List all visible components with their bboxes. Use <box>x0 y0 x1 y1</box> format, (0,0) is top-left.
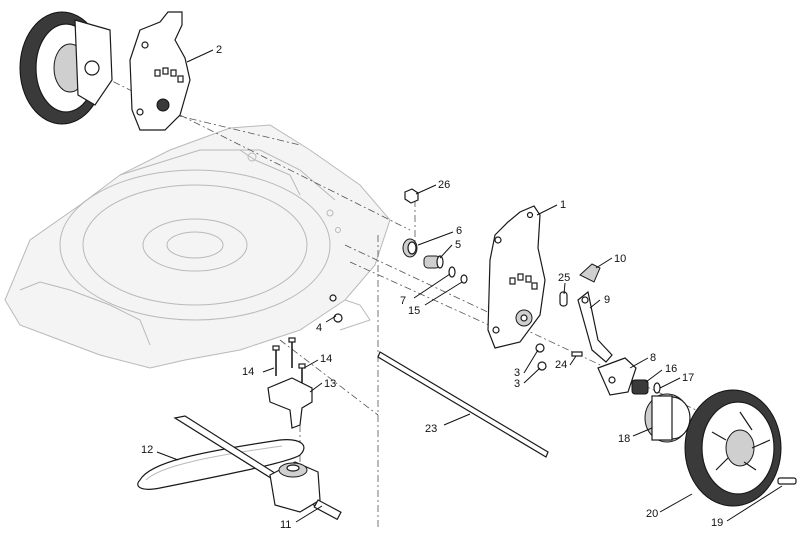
bushing <box>402 238 418 258</box>
bolt-24 <box>571 351 583 357</box>
rear-height-bracket <box>129 11 191 131</box>
callout-3b: 3 <box>514 378 520 390</box>
screw-14a <box>272 345 280 376</box>
axle-bracket <box>597 357 637 396</box>
callout-15: 15 <box>408 305 420 317</box>
pinion-gear <box>631 379 649 395</box>
clip <box>460 274 468 284</box>
callout-19: 19 <box>711 517 723 529</box>
rear-wheel <box>19 11 113 125</box>
callout-17: 17 <box>682 372 694 384</box>
callout-14b: 14 <box>320 353 332 365</box>
leader-lines <box>156 49 783 523</box>
callout-labels: 2 1 26 6 5 7 15 4 10 25 9 8 16 17 3 3 24… <box>141 44 723 531</box>
height-adjust-lever <box>577 290 613 363</box>
callout-26: 26 <box>438 179 450 191</box>
pin <box>559 291 568 307</box>
callout-23: 23 <box>425 423 437 435</box>
callout-11: 11 <box>280 519 291 531</box>
screw-14b <box>288 337 296 368</box>
callout-14a: 14 <box>242 366 254 378</box>
callout-3a: 3 <box>514 367 520 379</box>
callout-1: 1 <box>560 199 566 211</box>
callout-18: 18 <box>618 433 630 445</box>
callout-5: 5 <box>455 239 461 251</box>
height-adjust-knob <box>579 263 601 283</box>
callout-20: 20 <box>646 508 658 520</box>
callout-9: 9 <box>604 294 610 306</box>
transmission-bracket <box>267 377 313 429</box>
callout-24: 24 <box>555 359 567 371</box>
callout-25: 25 <box>558 272 570 284</box>
callout-16: 16 <box>665 363 677 375</box>
drive-belt <box>137 439 305 490</box>
transmission <box>173 415 342 521</box>
callout-7: 7 <box>400 295 406 307</box>
drive-cup <box>644 393 691 443</box>
callout-6: 6 <box>456 225 462 237</box>
spacer <box>423 255 444 269</box>
callout-13: 13 <box>324 378 336 390</box>
callout-12: 12 <box>141 444 153 456</box>
callout-2: 2 <box>216 44 222 56</box>
wheel-bolt <box>777 477 797 485</box>
callout-10: 10 <box>614 253 626 265</box>
mower-deck <box>4 124 391 369</box>
front-wheel <box>684 389 782 507</box>
front-height-bracket <box>487 205 546 349</box>
washer <box>448 266 456 278</box>
nut <box>404 188 419 204</box>
callout-4: 4 <box>316 322 322 334</box>
callout-8: 8 <box>650 352 656 364</box>
washer-17 <box>653 382 661 394</box>
axle-rod <box>377 351 549 458</box>
